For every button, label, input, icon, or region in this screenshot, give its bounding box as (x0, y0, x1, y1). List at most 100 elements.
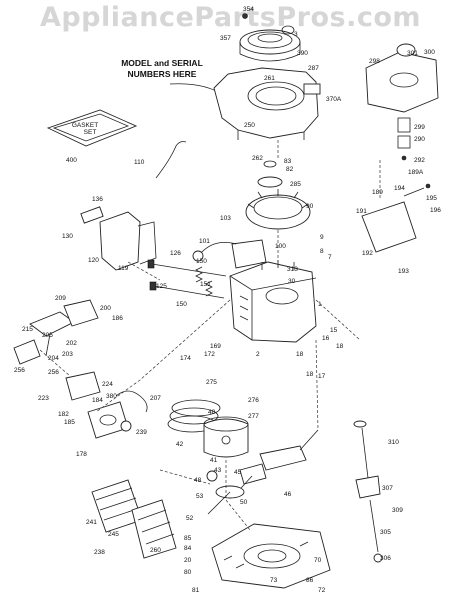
part-labels: 354 357 3 390 287 261 370A 250 301 298 3… (14, 6, 441, 594)
part-label: 40 (208, 409, 216, 416)
part-label: 307 (382, 485, 393, 492)
part-label: 41 (210, 457, 218, 464)
part-label: 52 (186, 515, 194, 522)
part-label: 256 (48, 369, 59, 376)
part-label: 119 (118, 265, 129, 272)
part-label: 256 (14, 367, 25, 374)
part-label: 275 (206, 379, 217, 386)
part-label: 370A (326, 96, 342, 103)
part-label: 184 (92, 397, 103, 404)
part-label: 305 (380, 529, 391, 536)
part-label: 120 (88, 257, 99, 264)
part-label: 1 (318, 301, 322, 308)
part-label: 224 (102, 381, 113, 388)
part-label: 390 (297, 50, 308, 57)
part-label: 200 (100, 305, 111, 312)
camshaft (206, 470, 245, 515)
part-label: 223 (38, 395, 49, 402)
part-label: 299 (414, 124, 425, 131)
part-label: 7 (328, 254, 332, 261)
part-label: 357 (220, 35, 231, 42)
part-label: 110 (134, 159, 145, 166)
part-label: 292 (414, 157, 425, 164)
part-label: 301 (407, 50, 418, 57)
part-label: 195 (426, 195, 437, 202)
dipstick-tube (353, 420, 383, 563)
gasket-text-1: GASKET (72, 122, 98, 129)
gasket-text-2: SET (84, 129, 97, 136)
part-label: 151 (200, 281, 211, 288)
part-label: 70 (314, 557, 322, 564)
assembly-lines (39, 140, 381, 531)
callout-line-1: MODEL and SERIAL (121, 58, 203, 68)
part-label: 354 (243, 6, 254, 13)
part-label: 15 (330, 327, 338, 334)
part-label: 285 (290, 181, 301, 188)
part-label: 191 (356, 208, 367, 215)
part-label: 186 (112, 315, 123, 322)
part-label: 185 (64, 419, 75, 426)
part-label: 130 (62, 233, 73, 240)
part-label: 174 (180, 355, 191, 362)
part-label: 90 (306, 203, 314, 210)
part-label: 101 (199, 238, 210, 245)
head-bolts (147, 259, 227, 299)
part-label: 310 (388, 439, 399, 446)
part-label: 306 (380, 555, 391, 562)
part-label: 3 (294, 31, 298, 38)
part-label: 48 (194, 477, 202, 484)
part-label: 9 (320, 234, 324, 241)
control-bracket (361, 183, 431, 253)
part-label: 276 (248, 397, 259, 404)
part-label: 309 (392, 507, 403, 514)
piston (203, 416, 249, 458)
part-label: 290 (414, 136, 425, 143)
part-label: 30 (288, 278, 296, 285)
part-label: 16 (322, 335, 330, 342)
part-label: 250 (244, 122, 255, 129)
part-label: 400 (66, 157, 77, 164)
part-label: 215 (22, 326, 33, 333)
part-label: 300 (424, 49, 435, 56)
part-label: 18 (306, 371, 314, 378)
part-label: 204 (48, 355, 59, 362)
part-label: 45 (234, 469, 242, 476)
part-label: 189 (372, 189, 383, 196)
part-label: 42 (176, 441, 184, 448)
callout-line-2: NUMBERS HERE (127, 69, 197, 79)
part-label: 136 (92, 196, 103, 203)
part-label: 8 (320, 248, 324, 255)
part-label: 80 (184, 569, 192, 576)
part-label: 103 (220, 215, 231, 222)
part-label: 20 (184, 557, 192, 564)
watermark: AppliancePartsPros.com (39, 2, 422, 33)
part-label: 53 (196, 493, 204, 500)
part-label: 192 (362, 250, 373, 257)
part-label: 194 (394, 185, 405, 192)
part-label: 189A (408, 169, 424, 176)
governor-linkage (13, 299, 99, 365)
part-label: 86 (306, 577, 314, 584)
part-label: 85 (184, 535, 192, 542)
part-label: 239 (136, 429, 147, 436)
valve-springs (195, 266, 213, 297)
part-label: 81 (192, 587, 200, 594)
part-label: 172 (204, 351, 215, 358)
part-label: 84 (184, 545, 192, 552)
part-label: 262 (252, 155, 263, 162)
part-label: 126 (170, 250, 181, 257)
part-label: 82 (286, 166, 294, 173)
part-label: 207 (150, 395, 161, 402)
part-label: 261 (264, 75, 275, 82)
part-label: 182 (58, 411, 69, 418)
model-serial-callout: MODEL and SERIAL NUMBERS HERE (92, 58, 232, 80)
part-label: 83 (284, 158, 292, 165)
part-label: 287 (308, 65, 319, 72)
crankshaft (231, 429, 319, 499)
part-label: 193 (398, 268, 409, 275)
part-label: 72 (318, 587, 326, 594)
part-label: 260 (150, 547, 161, 554)
part-label: 205 (42, 332, 53, 339)
part-label: 150 (196, 258, 207, 265)
